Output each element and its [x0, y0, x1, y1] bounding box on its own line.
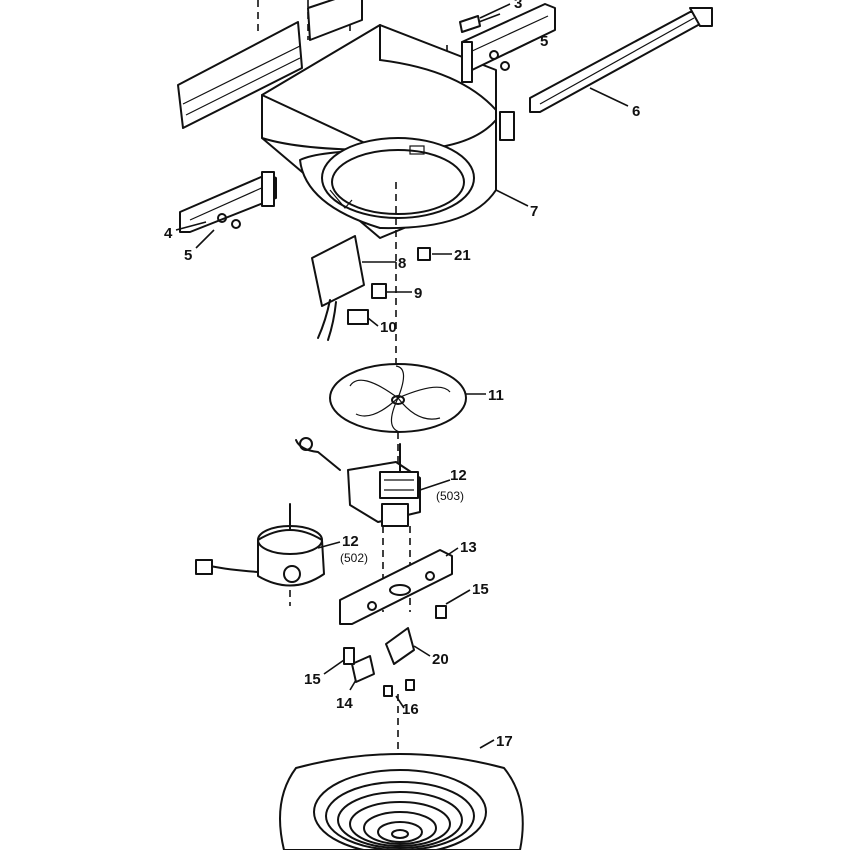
- callout-12-502: 12: [342, 533, 359, 550]
- callout-5-left: 5: [184, 247, 192, 264]
- callout-15-left: 15: [304, 671, 321, 688]
- side-plate: [177, 0, 363, 129]
- callout-10: 10: [380, 319, 397, 336]
- wiring-plate: [311, 235, 431, 370]
- rail-bracket: [529, 7, 713, 113]
- callout-6: 6: [632, 103, 640, 120]
- callout-7: 7: [530, 203, 538, 220]
- callout-21: 21: [454, 247, 471, 264]
- callout-12-503-sub: (503): [436, 489, 464, 503]
- callout-17: 17: [496, 733, 513, 750]
- callout-14: 14: [336, 695, 353, 712]
- clips: [343, 627, 415, 760]
- callout-11: 11: [488, 387, 504, 404]
- callout-15-right: 15: [472, 581, 489, 598]
- housing: [261, 24, 515, 262]
- grille: [279, 753, 524, 850]
- fan-blade: [329, 363, 467, 470]
- motor-502: [195, 503, 325, 606]
- mounting-bar: [339, 549, 453, 625]
- callout-12-503: 12: [450, 467, 467, 484]
- mount-bracket-top: [459, 3, 556, 83]
- callout-13: 13: [460, 539, 477, 556]
- callout-12-502-sub: (502): [340, 551, 368, 565]
- leader-lines: [175, 3, 629, 749]
- callout-20: 20: [432, 651, 449, 668]
- callout-3: 3: [514, 0, 522, 12]
- motor-503: [295, 437, 421, 612]
- callout-5-top: 5: [540, 33, 548, 50]
- callout-4: 4: [164, 225, 173, 242]
- mount-bracket-left: [179, 171, 277, 233]
- callout-16: 16: [402, 701, 419, 718]
- callout-8: 8: [398, 255, 406, 272]
- callout-9: 9: [414, 285, 422, 302]
